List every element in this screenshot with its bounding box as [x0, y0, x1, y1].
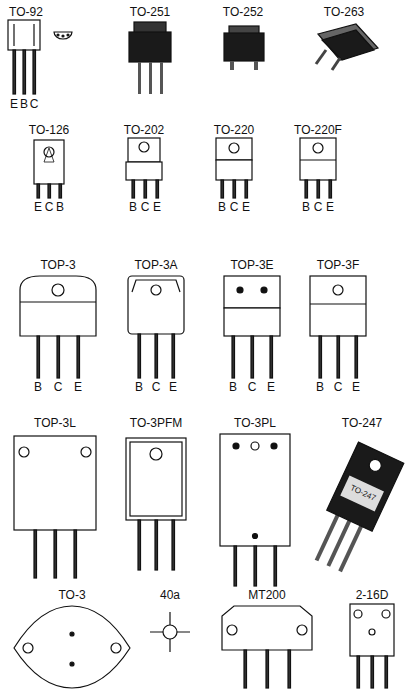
pin-letter: B — [129, 200, 137, 214]
package-name: TO-3PL — [234, 416, 276, 430]
to220-drawing — [216, 138, 252, 198]
pin-letter: C — [30, 97, 39, 111]
pin-letter: C — [334, 380, 343, 394]
package-name: TO-92 — [9, 5, 43, 19]
pin-letter: E — [242, 200, 250, 214]
pin-letter: C — [54, 380, 63, 394]
pin-letter: C — [248, 380, 257, 394]
pin-letter: C — [141, 200, 150, 214]
pin-letter: E — [267, 380, 275, 394]
pin-letter: B — [302, 200, 310, 214]
pin-letter: B — [229, 380, 237, 394]
pin-letter: C — [152, 380, 161, 394]
pin-letter: C — [45, 200, 54, 214]
package-name: TO-252 — [223, 5, 263, 19]
pin-letter: E — [74, 380, 82, 394]
pin-letter: C — [314, 200, 323, 214]
package-name: TO-220F — [294, 123, 342, 137]
package-name: TO-3PFM — [130, 416, 182, 430]
mt200-drawing — [222, 606, 312, 688]
to126-drawing — [34, 140, 64, 198]
pin-letter: E — [326, 200, 334, 214]
package-name: TO-126 — [29, 123, 69, 137]
top3l-drawing — [14, 436, 96, 578]
pin-letter: E — [352, 380, 360, 394]
to3-drawing — [14, 606, 130, 688]
pin-letter: B — [135, 380, 143, 394]
to3pl-drawing — [220, 434, 290, 586]
package-name: TO-247 — [342, 416, 382, 430]
pin-letter: B — [56, 200, 64, 214]
pin-letter: B — [20, 97, 28, 111]
top3f-drawing — [310, 276, 366, 378]
package-name: TO-202 — [124, 123, 164, 137]
pin-letter: B — [34, 380, 42, 394]
package-name: TOP-3A — [134, 258, 177, 272]
forty-a-drawing — [150, 612, 190, 652]
package-name: TOP-3 — [40, 258, 75, 272]
to202-drawing — [126, 138, 162, 198]
pin-letter: C — [230, 200, 239, 214]
to251-drawing — [129, 22, 171, 94]
top3a-drawing — [128, 276, 184, 378]
pin-letter: E — [169, 380, 177, 394]
to252-drawing — [224, 26, 264, 70]
pin-letter: E — [153, 200, 161, 214]
top3-drawing — [20, 276, 96, 378]
package-name: TO-3 — [58, 588, 85, 602]
to220f-drawing — [300, 138, 336, 198]
to3pfm-drawing — [126, 438, 186, 570]
two16d-drawing — [350, 604, 394, 688]
pin-letter: E — [34, 200, 42, 214]
pin-letter: E — [10, 97, 18, 111]
package-name: TOP-3F — [317, 258, 359, 272]
package-name: TO-220 — [214, 123, 254, 137]
package-name: 2-16D — [356, 588, 389, 602]
pin-letter: B — [316, 380, 324, 394]
package-name: TOP-3E — [230, 258, 273, 272]
package-name: TO-263 — [324, 5, 364, 19]
to263-drawing — [316, 24, 378, 70]
top3e-drawing — [224, 276, 280, 378]
pin-letter: B — [218, 200, 226, 214]
package-name: TOP-3L — [34, 416, 76, 430]
to92-drawing — [8, 20, 72, 94]
package-name: TO-251 — [130, 5, 170, 19]
package-name: 40a — [160, 588, 180, 602]
to247-drawing — [306, 442, 404, 576]
package-name: MT200 — [248, 588, 285, 602]
